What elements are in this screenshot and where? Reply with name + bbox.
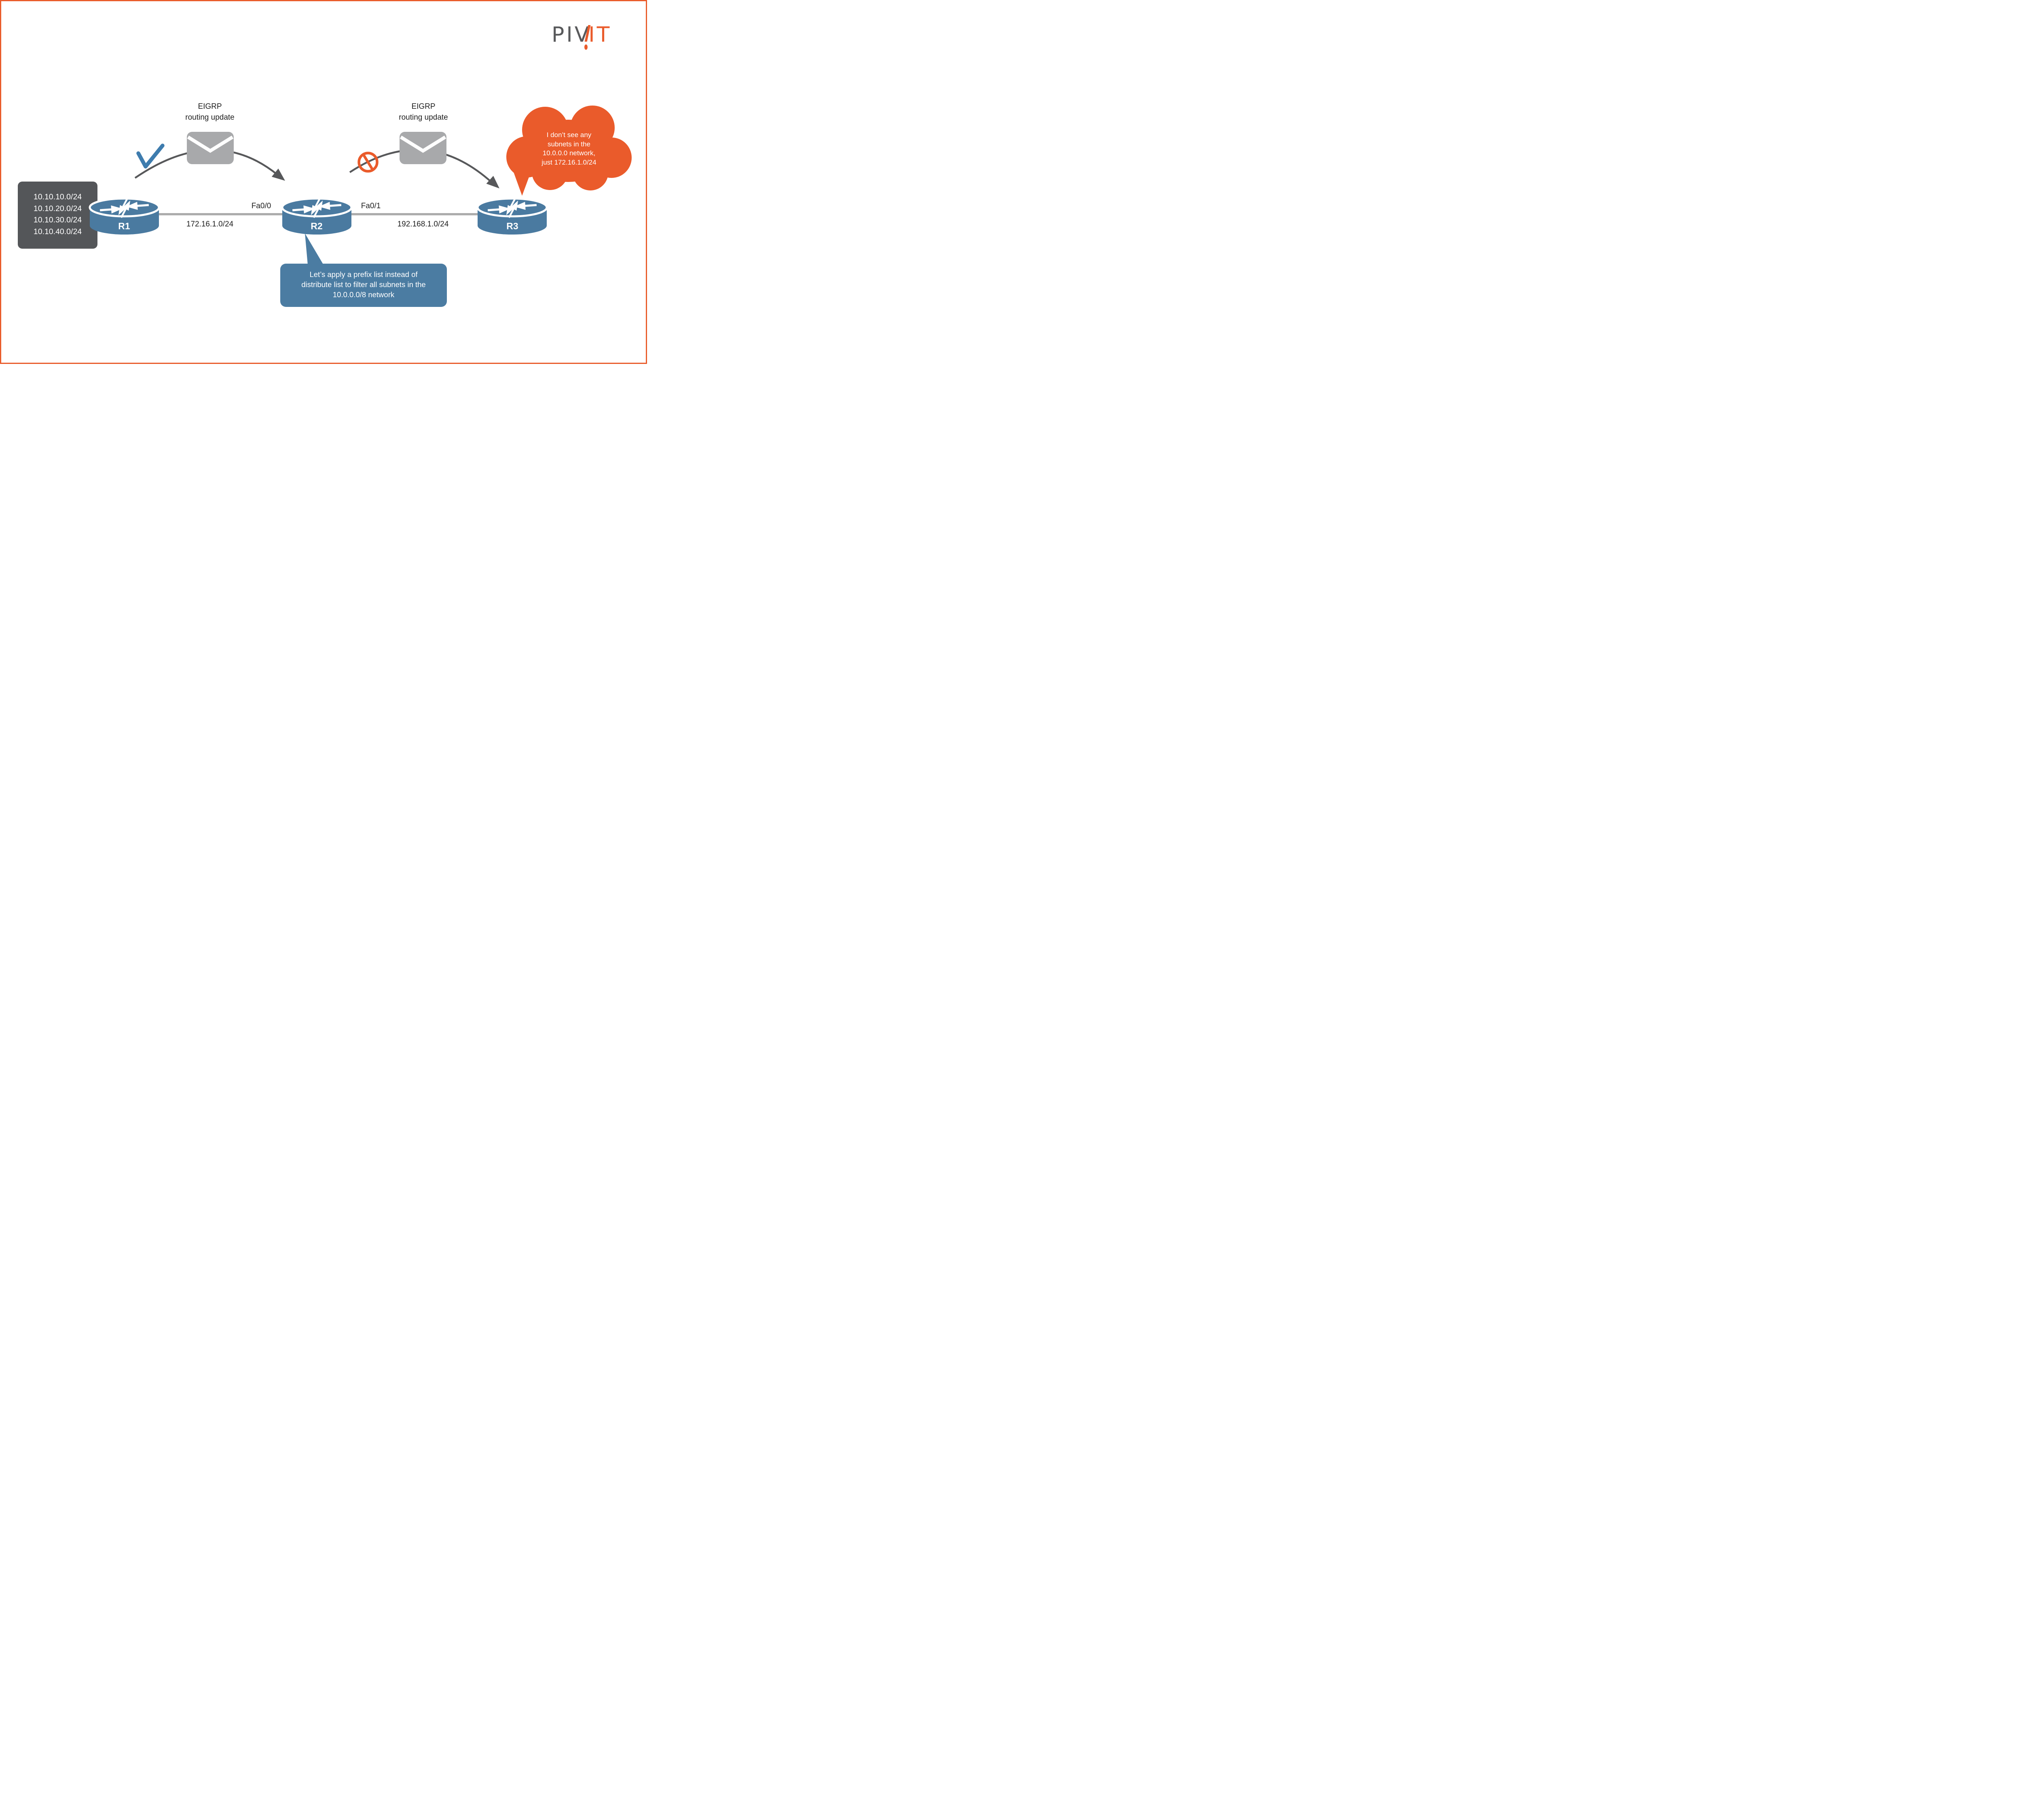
left-update-caption: EIGRP routing update — [185, 101, 235, 123]
router-r2-label: R2 — [311, 221, 323, 231]
r3-thought-line: I don’t see any — [546, 131, 592, 139]
r2-speech-line: distribute list to filter all subnets in… — [301, 280, 426, 289]
speech-bubble-tail — [305, 233, 324, 265]
envelope-icon-left — [187, 132, 234, 164]
cloud-tail — [513, 171, 529, 196]
interface-label-fa0-1: Fa0/1 — [361, 202, 381, 210]
r3-thought-line: 10.0.0.0 network, — [542, 149, 596, 157]
interface-label-fa0-0: Fa0/0 — [251, 202, 271, 210]
r3-thought-line: just 172.16.1.0/24 — [541, 158, 596, 166]
subnet-entry: 10.10.40.0/24 — [33, 227, 82, 236]
subnet-entry: 10.10.20.0/24 — [33, 204, 82, 213]
router-r1-label: R1 — [118, 221, 130, 231]
subnet-entry: 10.10.30.0/24 — [33, 216, 82, 224]
router-r3-label: R3 — [506, 221, 518, 231]
right-update-line1: EIGRP — [411, 102, 436, 111]
logo-dot-icon — [584, 44, 588, 50]
r3-thought-cloud — [506, 106, 632, 196]
r3-thought-line: subnets in the — [548, 140, 590, 148]
network-label-left: 172.16.1.0/24 — [186, 220, 234, 228]
r3-thought-text: I don’t see any subnets in the 10.0.0.0 … — [541, 131, 596, 167]
r2-speech-line: 10.0.0.0/8 network — [332, 290, 395, 299]
logo-orange-letters: IT — [588, 23, 612, 47]
r2-speech-text: Let’s apply a prefix list instead of dis… — [301, 269, 425, 300]
diagram-canvas: 10.10.10.0/24 10.10.20.0/24 10.10.30.0/2… — [0, 0, 647, 364]
left-update-line1: EIGRP — [198, 102, 222, 111]
right-update-caption: EIGRP routing update — [399, 101, 448, 123]
subnet-entry: 10.10.10.0/24 — [33, 192, 82, 201]
no-entry-icon — [357, 152, 379, 173]
envelope-icon-right — [400, 132, 446, 164]
left-arrowhead-icon — [271, 168, 285, 181]
r2-speech-line: Let’s apply a prefix list instead of — [309, 270, 418, 279]
diagram-graphics — [1, 106, 632, 307]
left-update-line2: routing update — [185, 113, 235, 122]
logo-exclamation-icon — [584, 24, 591, 50]
subnet-list-box: 10.10.10.0/24 10.10.20.0/24 10.10.30.0/2… — [18, 182, 97, 249]
right-update-line2: routing update — [399, 113, 448, 122]
network-label-right: 192.168.1.0/24 — [397, 220, 449, 228]
check-icon — [136, 144, 165, 169]
logo-grey-letters: PIV — [552, 23, 591, 47]
network-diagram: 10.10.10.0/24 10.10.20.0/24 10.10.30.0/2… — [1, 1, 646, 363]
r2-speech-bubble — [280, 233, 447, 307]
right-arrowhead-icon — [486, 175, 499, 188]
